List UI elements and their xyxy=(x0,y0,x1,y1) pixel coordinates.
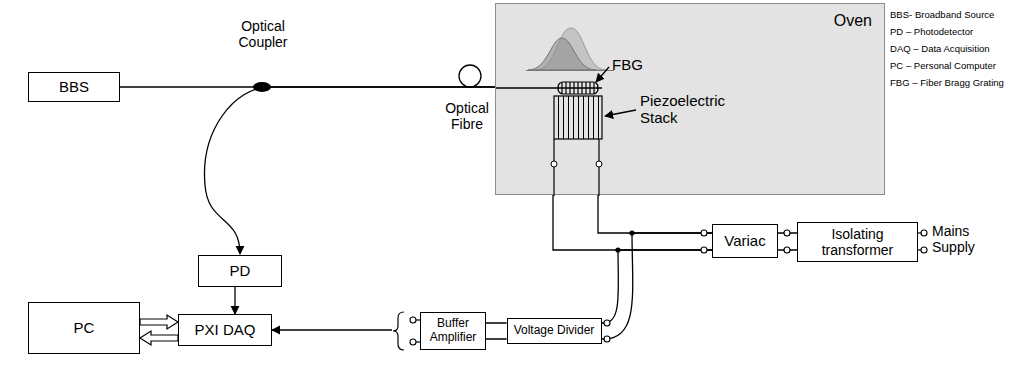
label-text: Optical Fibre xyxy=(445,100,489,132)
photodetector-box: PD xyxy=(198,255,282,287)
part-label: Piezoelectric Stack xyxy=(640,92,744,127)
wire xyxy=(486,323,507,339)
data-link-arrow xyxy=(140,331,178,345)
label-text: Piezoelectric Stack xyxy=(640,92,725,126)
abbreviation-note: FBG – Fiber Bragg Grating xyxy=(890,78,1004,89)
computer-box: PC xyxy=(28,302,140,354)
label-text: FBG xyxy=(612,56,643,73)
daq-box: PXI DAQ xyxy=(178,314,272,346)
part-label: Mains Supply xyxy=(932,223,996,255)
abbreviation-note: PD – Photodetector xyxy=(890,27,973,38)
data-link-arrow xyxy=(140,315,178,329)
shifted-spectrum xyxy=(528,38,596,70)
wire xyxy=(602,233,713,339)
box-label: Variac xyxy=(721,232,768,249)
box-label: PC xyxy=(71,319,98,336)
spectrum-baseline xyxy=(526,70,614,71)
part-label: FBG xyxy=(612,56,643,73)
box-label: PXI DAQ xyxy=(192,321,259,338)
box-label: Voltage Divider xyxy=(511,324,598,338)
signal-arrow xyxy=(205,87,495,254)
light-source-box: BBS xyxy=(28,72,120,102)
fibre-loop xyxy=(459,65,481,87)
leader-line xyxy=(605,110,636,116)
part-label: Optical Fibre xyxy=(435,100,499,132)
label-text: BBS- Broadband Source xyxy=(890,9,994,20)
piezo-stack xyxy=(554,96,602,139)
label-text: PD – Photodetector xyxy=(890,26,973,37)
enclosure-title: Oven xyxy=(834,12,872,30)
divider-box: Voltage Divider xyxy=(507,318,602,344)
optical-coupler xyxy=(253,82,271,92)
label-text: DAQ – Data Acquisition xyxy=(890,43,990,54)
leader-line xyxy=(596,67,609,82)
amplifier-box: Buffer Amplifier xyxy=(420,312,486,350)
label-text: PC – Personal Computer xyxy=(890,60,996,71)
fbg-grating xyxy=(558,82,598,94)
label-text: FBG – Fiber Bragg Grating xyxy=(890,77,1004,88)
terminal xyxy=(551,161,557,167)
signal-arrow xyxy=(234,287,235,314)
label-text: Mains Supply xyxy=(932,223,975,255)
junction-dots xyxy=(615,230,634,252)
abbreviation-note: PC – Personal Computer xyxy=(890,61,996,72)
signal-arrow xyxy=(272,329,392,330)
part-label: Optical Coupler xyxy=(226,18,300,50)
piezo-wires xyxy=(554,139,599,196)
terminal xyxy=(596,161,602,167)
transformer-box: Isolating transformer xyxy=(797,222,918,262)
abbreviation-note: DAQ – Data Acquisition xyxy=(890,44,990,55)
box-label: Isolating transformer xyxy=(798,226,917,258)
abbreviation-note: BBS- Broadband Source xyxy=(890,10,994,21)
box-label: Buffer Amplifier xyxy=(421,317,485,345)
input-brace xyxy=(393,312,404,350)
variac-box: Variac xyxy=(712,224,778,258)
box-label: PD xyxy=(227,262,254,279)
label-text: Optical Coupler xyxy=(238,18,287,50)
box-label: BBS xyxy=(56,78,92,95)
